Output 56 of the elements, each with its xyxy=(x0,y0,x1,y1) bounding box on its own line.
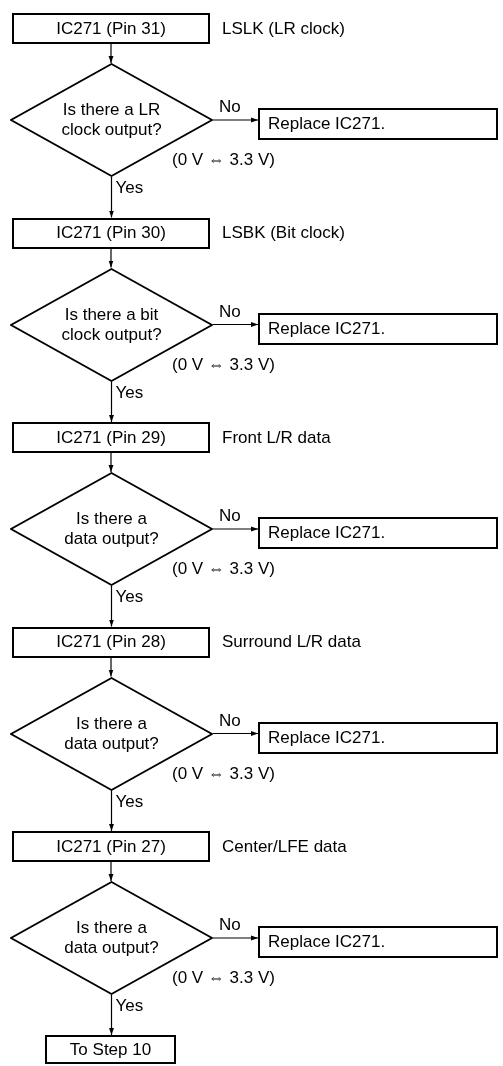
decision-text: Is there a LR clock output? xyxy=(60,100,163,140)
decision-text: Is there a data output? xyxy=(63,509,160,549)
arrow xyxy=(212,731,259,736)
process-box: IC271 (Pin 31) xyxy=(12,13,210,44)
decision-text: Is there a data output? xyxy=(63,918,160,958)
signal-note: (0 V ⇔ 3.3 V) xyxy=(172,354,275,375)
edge-label: Yes xyxy=(115,382,144,403)
arrow xyxy=(109,176,114,219)
process-box: Replace IC271. xyxy=(258,517,498,549)
arrow xyxy=(212,322,259,327)
signal-name: Center/LFE data xyxy=(222,836,347,857)
edge-label: No xyxy=(219,301,241,322)
signal-note: (0 V ⇔ 3.3 V) xyxy=(172,559,275,579)
signal-note: (0 V ⇔ 3.3 V) xyxy=(172,763,275,784)
process-box: Replace IC271. xyxy=(258,721,498,754)
signal-name: Surround L/R data xyxy=(222,632,361,652)
decision-diamond xyxy=(10,63,213,177)
arrow xyxy=(212,117,259,123)
signal-note: (0 V ⇔ 3.3 V) xyxy=(172,968,275,988)
process-box: Replace IC271. xyxy=(258,312,498,345)
edge-label: Yes xyxy=(115,178,144,198)
signal-name: Front L/R data xyxy=(222,427,331,448)
decision-diamond xyxy=(10,881,213,995)
edge-label: Yes xyxy=(115,996,144,1016)
process-box: IC271 (Pin 28) xyxy=(12,626,210,658)
arrow xyxy=(109,789,114,832)
edge-label: Yes xyxy=(115,791,144,812)
decision-diamond xyxy=(10,267,213,382)
arrow xyxy=(108,656,114,678)
process-box: IC271 (Pin 29) xyxy=(12,422,210,453)
signal-name: LSBK (Bit clock) xyxy=(222,223,345,243)
edge-label: No xyxy=(219,506,241,526)
edge-label: No xyxy=(219,915,241,935)
arrow xyxy=(109,585,114,628)
arrow xyxy=(108,247,114,269)
decision-diamond xyxy=(10,472,213,586)
edge-label: No xyxy=(219,710,241,731)
arrow xyxy=(109,994,114,1036)
arrow xyxy=(108,43,114,64)
signal-note: (0 V ⇔ 3.3 V) xyxy=(172,150,275,170)
arrow xyxy=(212,935,259,941)
edge-label: Yes xyxy=(115,587,144,607)
arrow xyxy=(109,380,114,423)
edge-label: No xyxy=(219,97,241,117)
arrow xyxy=(108,861,114,882)
arrow xyxy=(212,526,259,532)
decision-diamond xyxy=(10,676,213,791)
process-box: IC271 (Pin 27) xyxy=(12,831,210,862)
arrow xyxy=(108,452,114,473)
signal-name: LSLK (LR clock) xyxy=(222,18,345,39)
process-box: IC271 (Pin 30) xyxy=(12,217,210,249)
process-box: Replace IC271. xyxy=(258,926,498,958)
decision-text: Is there a bit clock output? xyxy=(60,304,163,345)
process-box: To Step 10 xyxy=(45,1035,176,1064)
decision-text: Is there a data output? xyxy=(63,713,160,754)
process-box: Replace IC271. xyxy=(258,108,498,140)
